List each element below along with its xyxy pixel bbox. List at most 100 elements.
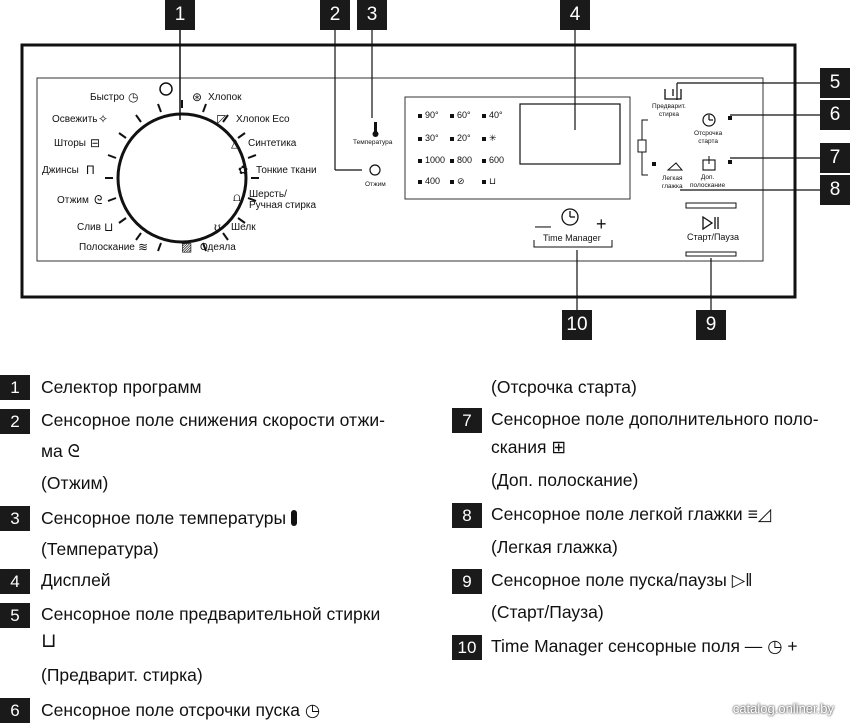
legend-num-9: 9 [452, 569, 482, 594]
callout-2: 2 [320, 0, 350, 30]
extra-rinse-icon: ⊞ [551, 437, 566, 457]
prewash-label-1: Предварит. [652, 103, 686, 110]
play-pause-icon: ▷‖ [731, 570, 753, 590]
callout-6: 6 [820, 100, 850, 130]
legend-num-3: 3 [0, 506, 30, 531]
legend-text-8b: (Легкая глажка) [491, 537, 618, 557]
display-row: 800 [450, 155, 472, 165]
legend-num-2: 2 [0, 409, 30, 434]
display-row: ✳ [482, 133, 497, 144]
start-pause-button[interactable]: Старт/Пауза [687, 232, 739, 242]
time-manager-label: Time Manager [543, 233, 601, 243]
delay-label-1: Отсрочка [694, 130, 723, 137]
time-manager-minus-button[interactable]: — [535, 218, 551, 235]
legend-text-6b: (Отсрочка старта) [491, 377, 637, 397]
spin-label[interactable]: Отжим [365, 181, 386, 188]
delay-icon: ◷ [304, 700, 321, 720]
cotton-eco-icon: ◸ [217, 112, 227, 126]
clock-fast-icon: ◷ [128, 90, 139, 104]
delay-label-2: старта [698, 138, 719, 145]
program-label: Одеяла [200, 242, 236, 253]
display-row: 1000 [418, 155, 445, 165]
easy-iron-button[interactable]: Легкая глажка [662, 175, 683, 191]
program-label: Хлопок [208, 92, 242, 103]
display-row: 60° [450, 110, 471, 120]
legend-text-3: Сенсорное поле температуры [41, 507, 297, 529]
legend-text-10: Time Manager сенсорные поля — ◷ + [491, 636, 798, 656]
extra-rinse-button[interactable]: Доп. полоскание [690, 174, 725, 190]
legend-num-4: 4 [0, 569, 30, 594]
legend-num-8: 8 [452, 503, 482, 528]
program-label: Слив [77, 222, 101, 233]
spin-icon: ᘓ [94, 193, 103, 207]
rinse-icon: ≋ [138, 240, 149, 254]
drain-icon: ⊔ [104, 220, 114, 234]
legend-text-9: Сенсорное поле пуска/паузы ▷‖ [491, 570, 753, 590]
refresh-shirt-icon: ✧ [98, 112, 109, 126]
program-label: Шторы [54, 138, 86, 149]
display-row: ⊘ [450, 176, 465, 187]
silk-icon: ʊ [214, 220, 221, 234]
legend-text-9b: (Старт/Пауза) [491, 602, 604, 622]
easy-label-2: глажка [662, 183, 683, 190]
display-row: 20° [450, 133, 471, 143]
watermark: catalog.onliner.by [732, 701, 834, 716]
program-label: Джинсы [42, 165, 79, 176]
display-row: 30° [418, 133, 439, 143]
program-label: Быстро [90, 92, 125, 103]
spin-icon: ᘓ [67, 441, 80, 461]
program-label: Шерсть/ [249, 189, 287, 200]
display-row: 400 [418, 176, 440, 186]
legend-text-7: Сенсорное поле дополнительного поло- [491, 409, 819, 429]
legend-text-2c: (Отжим) [41, 473, 109, 493]
display-row: 90° [418, 110, 439, 120]
legend-num-7: 7 [452, 408, 482, 433]
synthetics-icon: △ [231, 136, 241, 150]
easy-label-1: Легкая [662, 175, 683, 182]
callout-1: 1 [165, 0, 195, 30]
easy-iron-icon: ≡◿ [747, 504, 772, 524]
legend-text-7b: скания ⊞ [491, 437, 566, 457]
program-label: Освежить [52, 114, 98, 125]
cotton-icon: ⊛ [192, 90, 203, 104]
wool-icon: ⩍ [233, 190, 241, 204]
callout-4: 4 [560, 0, 590, 30]
display-row: 600 [482, 155, 504, 165]
legend-num-1: 1 [0, 375, 30, 400]
rinse-label-2: полоскание [690, 182, 726, 189]
program-label: Полоскание [79, 242, 135, 253]
program-label: Отжим [57, 195, 89, 206]
callout-9: 9 [696, 310, 726, 340]
legend-text-4: Дисплей [41, 570, 111, 590]
legend-text-8: Сенсорное поле легкой глажки ≡◿ [491, 504, 772, 524]
callout-5: 5 [820, 68, 850, 98]
rinse-label-1: Доп. [700, 174, 715, 181]
legend-text-3b: (Температура) [41, 539, 159, 559]
curtain-icon: ⊟ [90, 136, 101, 150]
callout-8: 8 [820, 175, 850, 205]
callout-10: 10 [562, 310, 592, 340]
jeans-icon: Π [86, 163, 95, 177]
delay-start-button[interactable]: Отсрочка старта [694, 130, 722, 146]
duvet-icon: ▨ [181, 240, 193, 254]
legend-num-5: 5 [0, 603, 30, 628]
program-label: Тонкие ткани [256, 165, 317, 176]
legend-num-10: 10 [452, 635, 482, 660]
legend-text-5b: (Предварит. стирка) [41, 665, 203, 685]
thermometer-icon [290, 510, 297, 526]
time-manager-plus-button[interactable]: + [596, 214, 607, 234]
temperature-label[interactable]: Температура [353, 139, 393, 146]
prewash-button[interactable]: Предварит. стирка [652, 103, 686, 119]
legend-text-1: Селектор программ [41, 377, 202, 397]
program-label: Хлопок Eco [236, 114, 290, 125]
legend-text-5: Сенсорное поле предварительной стирки [41, 604, 381, 624]
delicates-icon: ✿ [238, 163, 249, 177]
legend-text-7c: (Доп. полоскание) [491, 470, 639, 490]
callout-3: 3 [357, 0, 387, 30]
program-label: Синтетика [248, 138, 297, 149]
time-manager-icon: ◷ [767, 636, 783, 656]
display-row: 40° [482, 110, 503, 120]
callout-7: 7 [820, 143, 850, 173]
legend-text-2b: ма ᘓ [41, 441, 80, 461]
display-row: ⊔ [482, 176, 496, 187]
